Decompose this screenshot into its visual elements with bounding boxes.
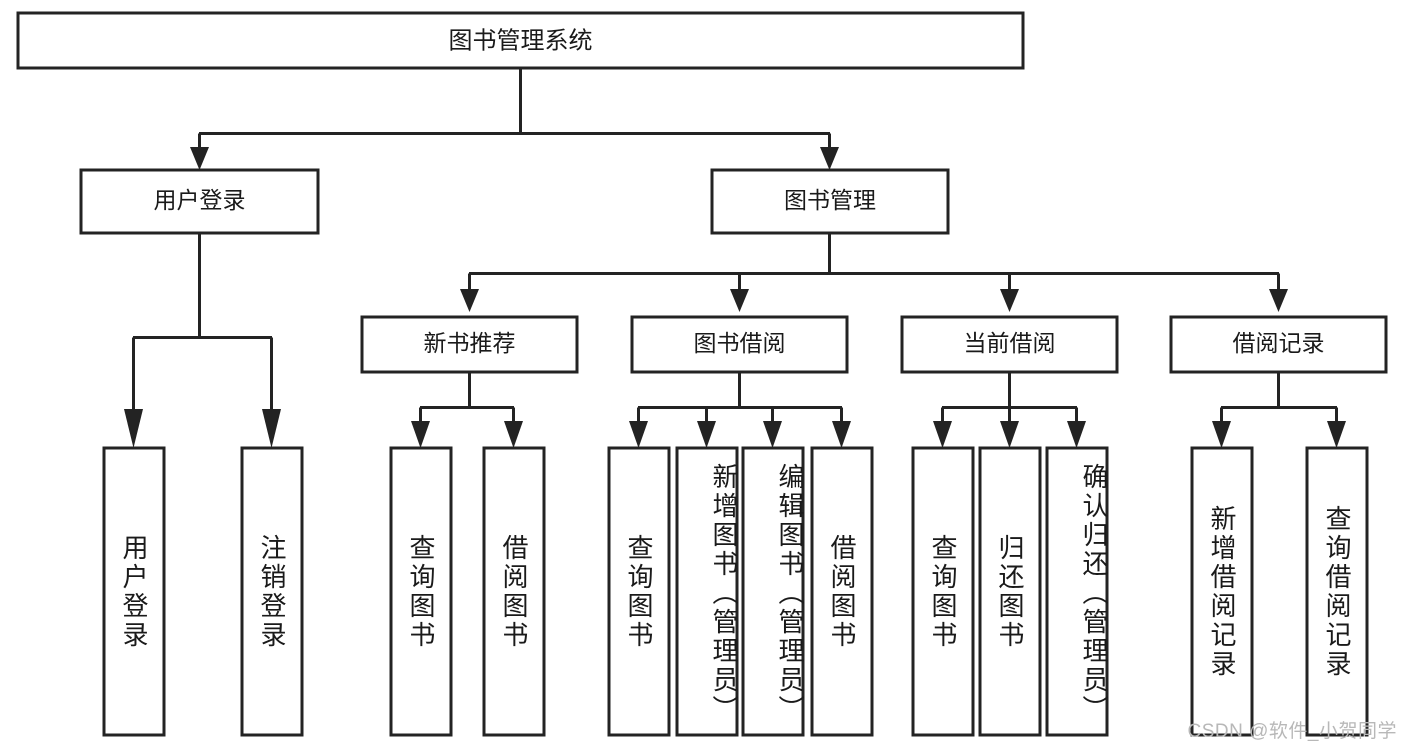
node-borrow-record[interactable]: 借阅记录 bbox=[1169, 315, 1388, 374]
node-book-borrow-box[interactable] bbox=[630, 315, 849, 374]
leaf-query-record-box[interactable] bbox=[1305, 446, 1369, 737]
leaf-return-book-box[interactable] bbox=[978, 446, 1042, 737]
node-borrow-record-label: 借阅记录 bbox=[1233, 330, 1325, 356]
node-current-borrow-box[interactable] bbox=[900, 315, 1119, 374]
node-root-box[interactable] bbox=[16, 11, 1025, 70]
arrowhead-leaf-query-book-3 bbox=[933, 421, 952, 448]
arrowhead-leaf-return-book bbox=[1000, 421, 1019, 448]
leaf-edit-book-box[interactable] bbox=[741, 446, 805, 737]
arrowhead-leaf-query-book-1 bbox=[411, 421, 430, 448]
leaf-logout-login-box[interactable] bbox=[240, 446, 304, 737]
node-current-borrow[interactable]: 当前借阅 bbox=[900, 315, 1119, 374]
node-new-book-recommend-box[interactable] bbox=[360, 315, 579, 374]
node-book-borrow[interactable]: 图书借阅 bbox=[630, 315, 849, 374]
node-root-label: 图书管理系统 bbox=[449, 27, 593, 54]
node-book-manage[interactable]: 图书管理 bbox=[710, 168, 950, 235]
arrowhead-current-borrow bbox=[1000, 289, 1019, 312]
arrowhead-user-login bbox=[190, 147, 209, 170]
arrowhead-leaf-add-record bbox=[1212, 421, 1231, 448]
arrowhead-leaf-borrow-book-1 bbox=[504, 421, 523, 448]
node-root[interactable]: 图书管理系统 bbox=[16, 11, 1025, 70]
arrow-heads bbox=[124, 147, 1346, 448]
node-borrow-record-box[interactable] bbox=[1169, 315, 1388, 374]
arrowhead-new-book-recommend bbox=[460, 289, 479, 312]
leaf-boxes bbox=[102, 446, 1369, 737]
node-new-book-recommend-label: 新书推荐 bbox=[424, 330, 516, 356]
arrowhead-leaf-user-login bbox=[124, 409, 143, 448]
node-new-book-recommend[interactable]: 新书推荐 bbox=[360, 315, 579, 374]
node-user-login-label: 用户登录 bbox=[154, 187, 246, 213]
leaf-query-book-3-box[interactable] bbox=[911, 446, 975, 737]
arrowhead-borrow-record bbox=[1269, 289, 1288, 312]
arrowhead-book-borrow bbox=[730, 289, 749, 312]
arrowhead-leaf-logout-login bbox=[262, 409, 281, 448]
arrowhead-book-manage bbox=[820, 147, 839, 170]
leaf-confirm-return-box[interactable] bbox=[1045, 446, 1109, 737]
arrowhead-leaf-query-book-2 bbox=[629, 421, 648, 448]
leaf-add-book-box[interactable] bbox=[675, 446, 739, 737]
node-book-manage-label: 图书管理 bbox=[784, 187, 876, 213]
leaf-query-book-2-box[interactable] bbox=[607, 446, 671, 737]
arrowhead-leaf-query-record bbox=[1327, 421, 1346, 448]
leaf-add-record-box[interactable] bbox=[1190, 446, 1254, 737]
leaf-user-login-box[interactable] bbox=[102, 446, 166, 737]
leaf-borrow-book-1-box[interactable] bbox=[482, 446, 546, 737]
leaf-query-book-1-box[interactable] bbox=[389, 446, 453, 737]
node-user-login[interactable]: 用户登录 bbox=[79, 168, 320, 235]
node-book-borrow-label: 图书借阅 bbox=[694, 330, 786, 356]
node-book-manage-box[interactable] bbox=[710, 168, 950, 235]
node-current-borrow-label: 当前借阅 bbox=[964, 330, 1056, 356]
csdn-watermark: CSDN @软件_小贺同学 bbox=[1187, 721, 1397, 742]
node-user-login-box[interactable] bbox=[79, 168, 320, 235]
arrowhead-leaf-add-book bbox=[697, 421, 716, 448]
leaf-borrow-book-2-box[interactable] bbox=[810, 446, 874, 737]
arrowhead-leaf-confirm-return bbox=[1067, 421, 1086, 448]
arrowhead-leaf-edit-book bbox=[763, 421, 782, 448]
arrowhead-leaf-borrow-book-2 bbox=[832, 421, 851, 448]
